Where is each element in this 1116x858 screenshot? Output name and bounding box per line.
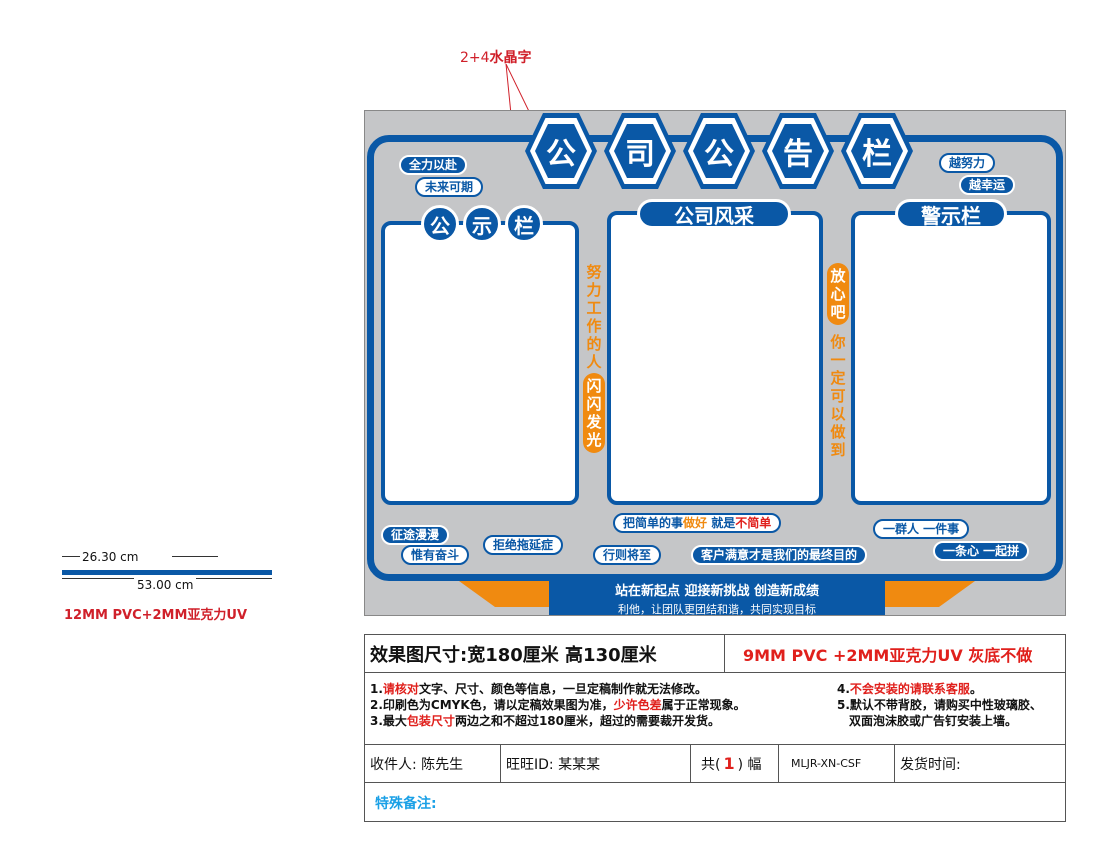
annotation-lead: 2+4 <box>460 50 490 66</box>
spec-table: 效果图尺寸:宽180厘米 高130厘米 9MM PVC +2MM亚克力UV 灰底… <box>364 634 1066 822</box>
profile-bar <box>62 570 272 575</box>
dim-bottom: 53.00 cm <box>134 578 197 592</box>
profile-material: 12MM PVC+2MM亚克力UV <box>64 608 248 623</box>
slogan-bottom-right-2: 一条心 一起拼 <box>933 541 1030 561</box>
board-title: 公 司 公 告 栏 <box>525 113 915 191</box>
left-panel-title-char: 示 <box>463 205 501 243</box>
title-hex: 告 <box>762 113 834 189</box>
dim-top-line <box>172 556 218 557</box>
notice-board: 公 司 公 告 栏 全力以赴 未来可期 越努力 越幸运 公 示 栏 公司风采 警… <box>364 110 1066 616</box>
title-hex: 公 <box>525 113 597 189</box>
spec-row-notes: 1.请核对文字、尺寸、颜色等信息，一旦定稿制作就无法修改。 2.印刷色为CMYK… <box>365 673 1065 745</box>
piece-count: 共(1) 幅 <box>691 745 779 782</box>
slogan-bottom-mid-1: 把简单的事做好 就是不简单 <box>613 513 782 533</box>
banner-line-1: 站在新起点 迎接新挑战 创造新成绩 <box>614 584 820 599</box>
dim-top-line <box>62 556 80 557</box>
slogan-bottom-left-2: 惟有奋斗 <box>401 545 470 565</box>
notes-left: 1.请核对文字、尺寸、颜色等信息，一旦定稿制作就无法修改。 2.印刷色为CMYK… <box>370 682 746 728</box>
slogan-bottom-left-1: 征途漫漫 <box>381 525 450 545</box>
banner-wing-right <box>885 581 975 607</box>
right-panel <box>851 211 1051 505</box>
banner-line-2: 利他，让团队更团结和谐，共同实现目标 <box>618 603 816 616</box>
recipient: 收件人: 陈先生 <box>365 745 501 782</box>
slogan-top-right-1: 越努力 <box>939 153 996 173</box>
special-notes: 特殊备注: <box>375 796 437 812</box>
spec-size: 效果图尺寸:宽180厘米 高130厘米 <box>365 635 725 672</box>
slogan-vertical-right-badge: 放心吧 <box>827 263 849 325</box>
title-hex: 司 <box>604 113 676 189</box>
annotation-text: 水晶字 <box>489 50 532 66</box>
spec-row-size: 效果图尺寸:宽180厘米 高130厘米 9MM PVC +2MM亚克力UV 灰底… <box>365 635 1065 673</box>
right-panel-title: 警示栏 <box>895 199 1007 229</box>
bottom-banner: 站在新起点 迎接新挑战 创造新成绩 利他，让团队更团结和谐，共同实现目标 <box>549 577 885 616</box>
left-panel-title-char: 公 <box>421 205 459 243</box>
middle-panel-title: 公司风采 <box>637 199 791 229</box>
slogan-bottom-mid-2: 行则将至 <box>593 545 662 565</box>
banner-wing-left <box>459 581 549 607</box>
notes-right: 4.不会安装的请联系客服。 5.默认不带背胶，请购买中性玻璃胶、 双面泡沫胶或广… <box>837 682 1042 728</box>
left-panel-title-char: 栏 <box>505 205 543 243</box>
ship-time: 发货时间: <box>900 756 961 773</box>
annotation-label: 2+4水晶字 <box>460 47 532 67</box>
left-panel <box>381 221 579 505</box>
middle-panel <box>607 211 823 505</box>
slogan-bottom-right-1: 一群人 一件事 <box>873 519 970 539</box>
dim-top: 26.30 cm <box>82 550 139 564</box>
slogan-bottom-mid-3: 客户满意才是我们的最终目的 <box>691 545 868 565</box>
spec-row-order: 收件人: 陈先生 旺旺ID: 某某某 共(1) 幅 MLJR-XN-CSF 发货… <box>365 745 1065 783</box>
wangwang-id: 旺旺ID: 某某某 <box>501 745 691 782</box>
product-code: MLJR-XN-CSF <box>779 745 895 782</box>
slogan-top-left-2: 未来可期 <box>415 177 484 197</box>
title-hex: 公 <box>683 113 755 189</box>
slogan-vertical-left: 努力工作的人 <box>586 263 602 371</box>
slogan-vertical-right: 你一定可以做到 <box>830 333 846 459</box>
slogan-vertical-left-badge: 闪闪发光 <box>583 373 605 453</box>
slogan-top-left-1: 全力以赴 <box>399 155 468 175</box>
slogan-top-right-2: 越幸运 <box>959 175 1016 195</box>
spec-material: 9MM PVC +2MM亚克力UV 灰底不做 <box>743 645 1033 665</box>
profile-diagram: 26.30 cm 53.00 cm 12MM PVC+2MM亚克力UV <box>60 548 280 623</box>
slogan-bottom-left-3: 拒绝拖延症 <box>483 535 564 555</box>
title-hex: 栏 <box>841 113 913 189</box>
